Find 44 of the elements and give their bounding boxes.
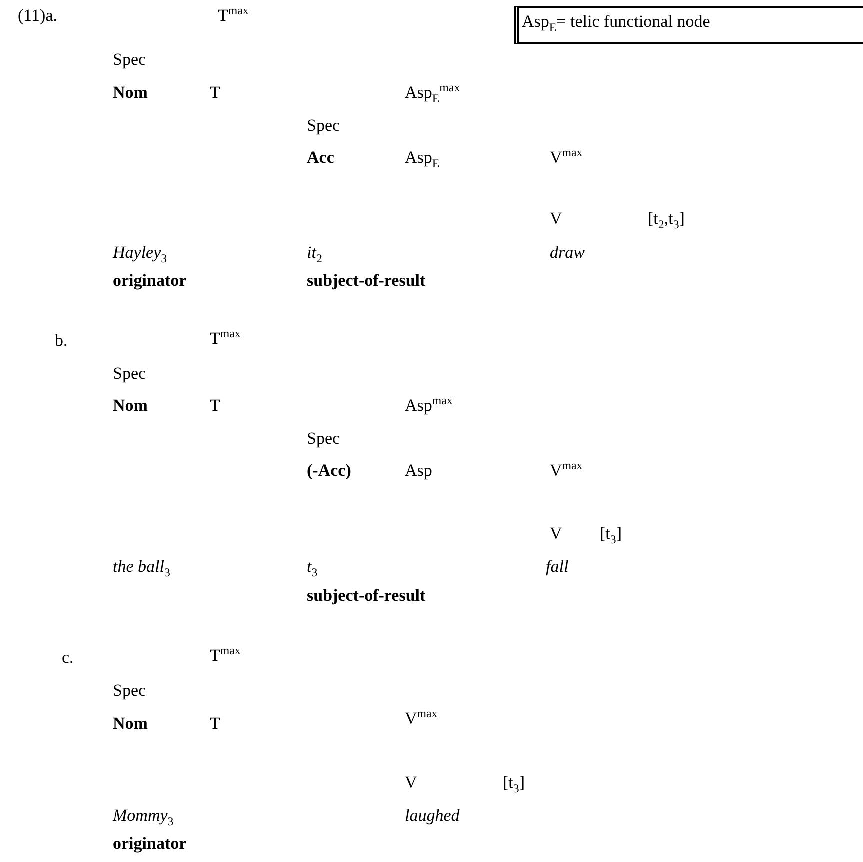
example-number: (11)a. bbox=[18, 6, 58, 26]
tree-label: Spec bbox=[113, 364, 146, 384]
tree-label: subject-of-result bbox=[307, 586, 426, 606]
tree-label: originator bbox=[113, 271, 187, 291]
tree-label: Spec bbox=[113, 50, 146, 70]
tree-label: fall bbox=[546, 557, 569, 577]
tree-label: V$^{max}$ bbox=[550, 148, 583, 168]
definition-box: Asp$_{E}$= telic functional node bbox=[514, 6, 863, 44]
tree-label: T bbox=[210, 396, 220, 416]
tree-label: V bbox=[405, 773, 418, 793]
tree-label: [t$_{2}$,t$_{3}$] bbox=[648, 209, 685, 229]
tree-label: t$_{3}$ bbox=[307, 557, 318, 577]
tree-label: [t$_{3}$] bbox=[503, 773, 526, 793]
tree-label: V$^{max}$ bbox=[550, 461, 583, 481]
tree-label: [t$_{3}$] bbox=[600, 524, 622, 544]
example-number: c. bbox=[62, 648, 74, 668]
tree-label: V bbox=[550, 524, 562, 544]
tree-label: Mommy$_{3}$ bbox=[113, 806, 174, 826]
tree-label: subject-of-result bbox=[307, 271, 426, 291]
tree-label: V bbox=[550, 209, 562, 229]
tree-label: Asp$^{max}$ bbox=[405, 396, 453, 416]
tree-label: T$^{max}$ bbox=[218, 6, 249, 26]
tree-label: Asp$_{E}$ bbox=[405, 148, 440, 168]
tree-label: (-Acc) bbox=[307, 461, 352, 481]
tree-label: T bbox=[210, 714, 220, 734]
tree-label: Nom bbox=[113, 83, 148, 103]
tree-label: Nom bbox=[113, 714, 148, 734]
tree-label: Spec bbox=[113, 681, 146, 701]
tree-label: T$^{max}$ bbox=[210, 646, 241, 666]
tree-label: Nom bbox=[113, 396, 148, 416]
tree-label: V$^{max}$ bbox=[405, 709, 438, 729]
tree-label: Asp bbox=[405, 461, 432, 481]
tree-label: Spec bbox=[307, 116, 340, 136]
example-number: b. bbox=[55, 331, 68, 351]
tree-label: laughed bbox=[405, 806, 460, 826]
tree-label: Acc bbox=[307, 148, 334, 168]
tree-label: the ball$_{3}$ bbox=[113, 557, 170, 577]
tree-label: T$^{max}$ bbox=[210, 329, 241, 349]
tree-label: Hayley$_{3}$ bbox=[113, 243, 168, 263]
tree-label: it$_{2}$ bbox=[307, 243, 322, 263]
tree-label: originator bbox=[113, 834, 187, 854]
tree-label: draw bbox=[550, 243, 585, 263]
tree-label: T bbox=[210, 83, 220, 103]
tree-label: Spec bbox=[307, 429, 340, 449]
